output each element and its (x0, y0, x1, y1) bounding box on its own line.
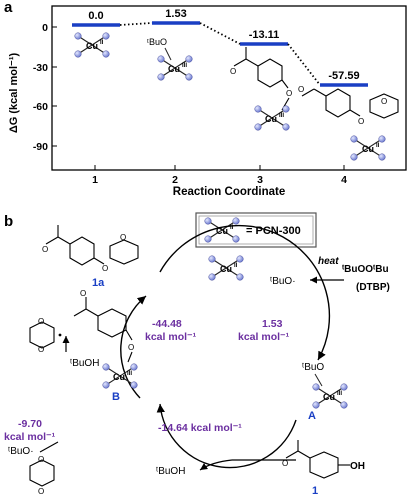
label-a: A (308, 410, 316, 422)
level-value-2: 1.53 (165, 8, 186, 20)
species-2: ᵗBuO Cu III (147, 37, 193, 81)
dtbp: (DTBP) (356, 282, 390, 293)
svg-text:ᵗBuO·: ᵗBuO· (8, 446, 34, 457)
intermediate-a: ᵗBuO Cu III A (302, 362, 348, 422)
dioxane-step: O O ᵗBuOH ᵗBuO· O O (8, 317, 99, 496)
svg-text:Cu: Cu (168, 64, 180, 74)
catalyst-cu2: Cu II (208, 255, 244, 281)
x-tick-3: 3 (257, 174, 263, 186)
peroxide: ᵗBuOOᵗBu (342, 264, 389, 275)
level-value-3: -13.11 (249, 29, 280, 41)
svg-text:OH: OH (350, 461, 365, 472)
svg-text:-9.70: -9.70 (18, 418, 42, 430)
svg-text:Cu: Cu (216, 226, 228, 236)
connector-3-4 (287, 43, 321, 86)
svg-text:-44.48: -44.48 (152, 318, 182, 330)
svg-text:III: III (279, 113, 284, 119)
y-tick-3: -90 (33, 141, 48, 153)
svg-text:1.53: 1.53 (262, 318, 283, 330)
panel-a-xlabel: Reaction Coordinate (173, 186, 285, 198)
svg-text:O: O (128, 343, 134, 352)
svg-text:O: O (38, 345, 44, 354)
x-tick-1: 1 (92, 174, 98, 186)
svg-text:O: O (38, 487, 44, 496)
cycle-energies: -44.48 kcal mol⁻¹ 1.53 kcal mol⁻¹ -14.64… (4, 318, 290, 443)
panel-a-label: a (4, 0, 13, 16)
level-value-4: -57.59 (328, 70, 359, 82)
svg-text:II: II (234, 263, 238, 269)
x-tick-2: 2 (172, 174, 178, 186)
svg-text:Cu: Cu (220, 264, 232, 274)
svg-text:Cu: Cu (113, 372, 125, 382)
svg-text:III: III (337, 391, 342, 397)
x-tick-4: 4 (341, 174, 347, 186)
connector-2-3 (199, 22, 241, 45)
intermediate-b: O O Cu III B (73, 289, 138, 403)
panel-b-label: b (4, 213, 13, 230)
species-1: Cu II (74, 32, 110, 58)
svg-text:Cu: Cu (86, 41, 98, 51)
svg-text:II: II (376, 143, 380, 149)
heat-label: heat (318, 256, 339, 267)
y-tick-2: -60 (33, 101, 48, 113)
svg-text:Cu: Cu (362, 144, 374, 154)
plot-frame (51, 5, 407, 171)
svg-text:III: III (182, 63, 187, 69)
svg-text:Cu: Cu (265, 114, 277, 124)
svg-text:O: O (286, 89, 292, 98)
svg-text:O: O (120, 233, 126, 242)
svg-text:Cu: Cu (323, 392, 335, 402)
svg-text:kcal mol⁻¹: kcal mol⁻¹ (238, 331, 290, 343)
substrate-1: ᵗBuOH O OH 1 (156, 440, 365, 497)
svg-text:III: III (127, 371, 132, 377)
energy-levels (72, 21, 368, 87)
species-3: O O Cu III (230, 47, 292, 131)
level-value-1: 0.0 (88, 10, 103, 22)
svg-text:ᵗBuOH: ᵗBuOH (70, 358, 99, 369)
label-b: B (112, 391, 120, 403)
svg-text:kcal mol⁻¹: kcal mol⁻¹ (4, 431, 56, 443)
product-1a: O O O 1a (42, 225, 139, 289)
svg-text:O: O (38, 317, 44, 326)
svg-text:O: O (230, 67, 236, 76)
svg-text:ᵗBuO: ᵗBuO (147, 37, 167, 47)
svg-text:ᵗBuO: ᵗBuO (302, 362, 324, 373)
svg-text:II: II (100, 40, 104, 46)
connector-1-2 (119, 22, 153, 26)
svg-text:-14.64 kcal mol⁻¹: -14.64 kcal mol⁻¹ (158, 422, 242, 434)
x-axis-ticks: 1 2 3 4 (92, 165, 347, 186)
label-1a: 1a (92, 277, 105, 289)
species-4: O O O Cu II (298, 85, 399, 161)
label-1: 1 (312, 485, 318, 497)
svg-text:kcal mol⁻¹: kcal mol⁻¹ (145, 331, 197, 343)
svg-text:O: O (102, 264, 108, 273)
level-values: 0.0 1.53 -13.11 -57.59 (88, 8, 359, 82)
svg-text:II: II (230, 225, 234, 231)
svg-text:O: O (38, 455, 44, 464)
legend-box: Cu II = PCN-300 (195, 212, 317, 248)
svg-text:O: O (358, 117, 364, 126)
y-axis-ticks: 0 -30 -60 -90 (33, 22, 57, 153)
svg-text:ᵗBuOH: ᵗBuOH (156, 466, 185, 477)
svg-text:O: O (298, 85, 304, 94)
svg-text:O: O (381, 97, 387, 106)
panel-a-ylabel: ΔG (kcal mol⁻¹) (8, 52, 20, 133)
y-tick-1: -30 (33, 62, 48, 74)
svg-text:O: O (282, 459, 288, 468)
svg-text:O: O (80, 289, 86, 298)
svg-text:O: O (42, 245, 48, 254)
initiator: heat ᵗBuOOᵗBu (DTBP) ᵗBuO· (270, 256, 390, 293)
y-tick-0: 0 (42, 22, 48, 34)
tbuo-radical: ᵗBuO· (270, 276, 296, 287)
